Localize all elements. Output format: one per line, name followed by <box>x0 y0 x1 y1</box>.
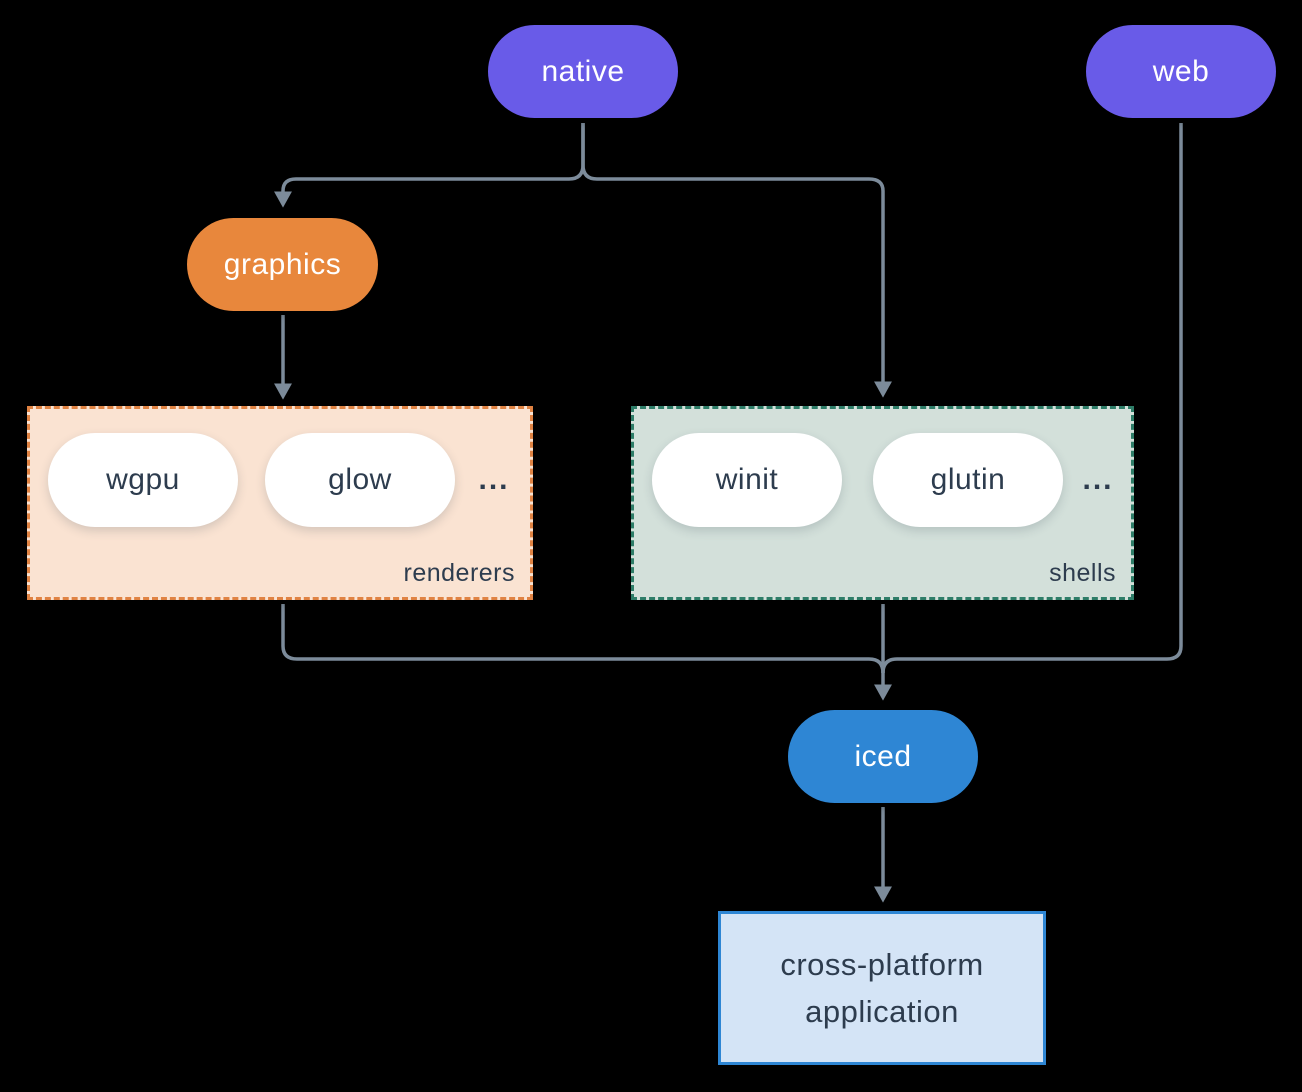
node-wgpu: wgpu <box>48 433 238 527</box>
edge-renderers-merge <box>281 604 885 674</box>
node-application-label-line2: application <box>805 994 959 1029</box>
shells-ellipsis: ... <box>1082 463 1114 496</box>
node-wgpu-label: wgpu <box>106 463 180 496</box>
node-application: cross-platform application <box>718 911 1046 1065</box>
node-glow-label: glow <box>328 463 392 496</box>
node-glow: glow <box>265 433 455 527</box>
edge-native-shells <box>581 123 893 398</box>
group-renderers: wgpu glow ... renderers <box>27 406 533 600</box>
node-web: web <box>1086 25 1276 118</box>
shells-group-label: shells <box>1049 559 1116 587</box>
group-shells: winit glutin ... shells <box>631 406 1134 600</box>
node-graphics: graphics <box>187 218 378 311</box>
node-native: native <box>488 25 678 118</box>
node-iced-label: iced <box>854 739 912 773</box>
node-winit-label: winit <box>715 463 779 496</box>
renderers-ellipsis: ... <box>478 463 510 496</box>
node-iced: iced <box>788 710 978 803</box>
edge-native-graphics <box>273 123 585 208</box>
renderers-group-label: renderers <box>403 559 515 587</box>
node-glutin-label: glutin <box>930 463 1006 496</box>
node-graphics-label: graphics <box>223 247 342 281</box>
node-application-label-line1: cross-platform <box>780 947 984 982</box>
node-winit: winit <box>652 433 842 527</box>
node-native-label: native <box>541 54 625 88</box>
node-web-label: web <box>1152 54 1210 88</box>
node-glutin: glutin <box>873 433 1063 527</box>
